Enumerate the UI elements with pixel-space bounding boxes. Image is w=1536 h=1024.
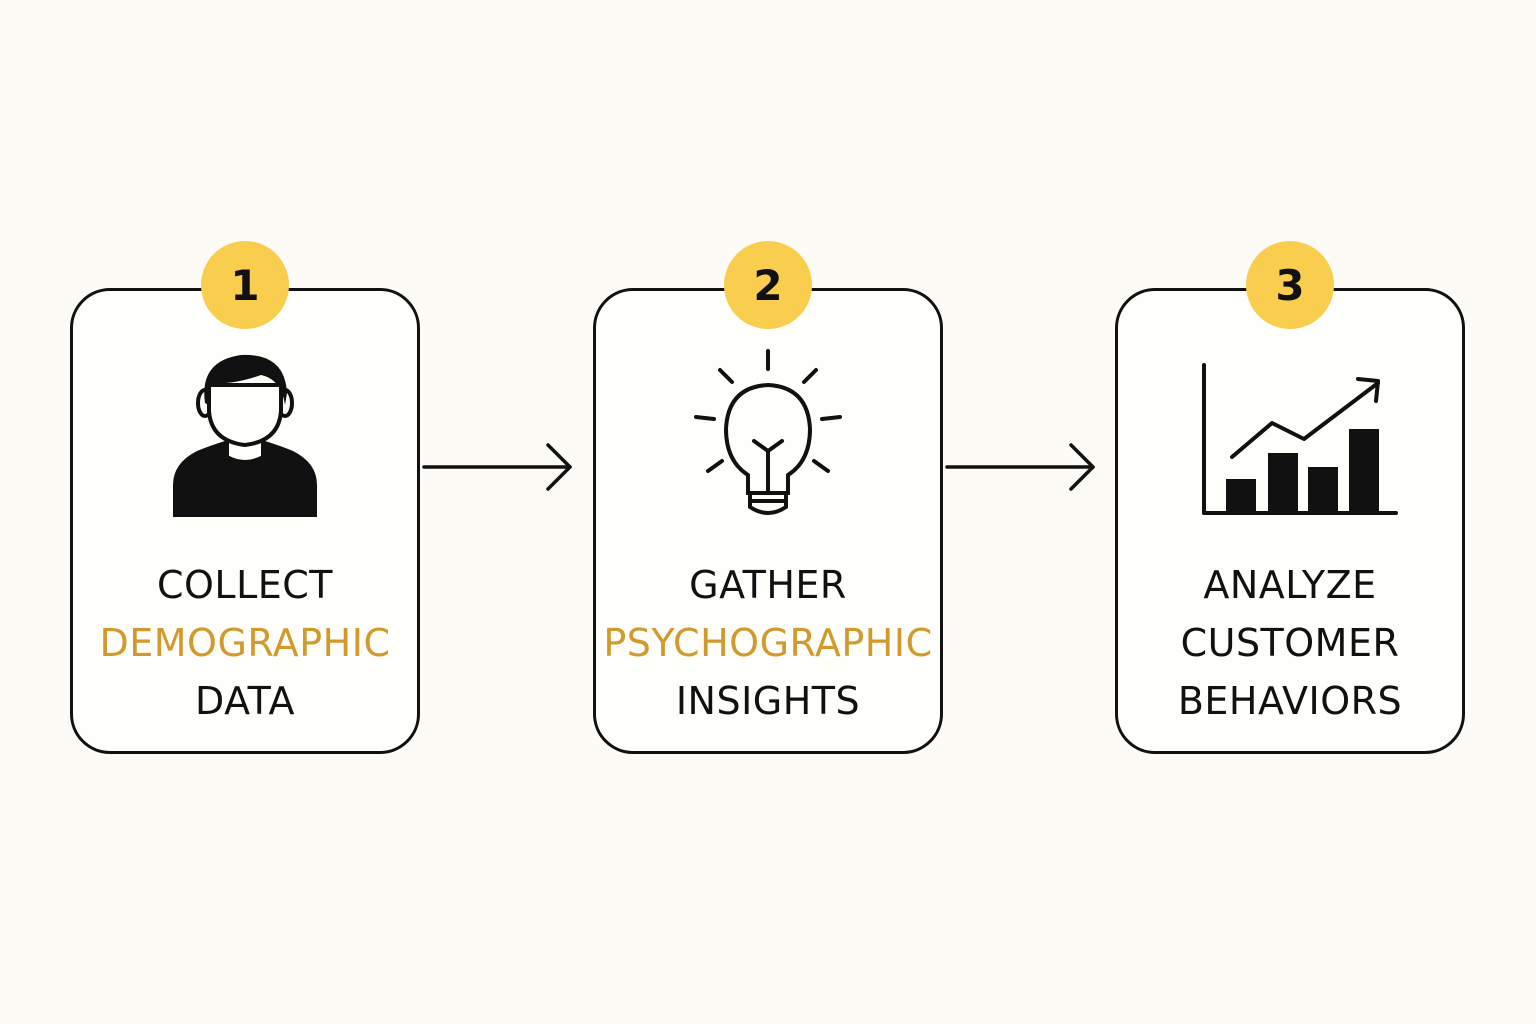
step-number-badge-2: 2 bbox=[724, 241, 812, 329]
lightbulb-icon bbox=[694, 349, 842, 515]
step-label-line: INSIGHTS bbox=[675, 679, 861, 723]
step-label-line: DATA bbox=[195, 679, 295, 723]
step-label-line: COLLECT bbox=[156, 563, 334, 607]
step-label-2: GATHER PSYCHOGRAPHIC INSIGHTS bbox=[596, 556, 940, 730]
step-label-line: BEHAVIORS bbox=[1177, 679, 1403, 723]
bar-chart-trend-icon bbox=[1202, 363, 1398, 515]
step-card-3: 3 ANALYZE CUSTOMER BEHAVIORS bbox=[1115, 241, 1465, 754]
step-number-badge-3: 3 bbox=[1246, 241, 1334, 329]
step-number-badge-1: 1 bbox=[201, 241, 289, 329]
step-number-1: 1 bbox=[230, 260, 260, 310]
step-label-line: ANALYZE bbox=[1203, 563, 1377, 607]
step-label-1: COLLECT DEMOGRAPHIC DATA bbox=[73, 556, 417, 730]
step-label-highlight: DEMOGRAPHIC bbox=[99, 621, 391, 665]
step-label-line: GATHER bbox=[689, 563, 847, 607]
step-label-3: ANALYZE CUSTOMER BEHAVIORS bbox=[1118, 556, 1462, 730]
step-number-2: 2 bbox=[753, 260, 783, 310]
step-label-highlight: PSYCHOGRAPHIC bbox=[603, 621, 933, 665]
arrow-right-icon bbox=[945, 443, 1095, 491]
step-number-3: 3 bbox=[1275, 260, 1305, 310]
step-card-2: 2 GATHE bbox=[593, 241, 943, 754]
person-icon bbox=[173, 354, 317, 517]
step-label-line: CUSTOMER bbox=[1180, 621, 1400, 665]
arrow-right-icon bbox=[422, 443, 572, 491]
step-card-1: 1 COLLECT DEMOGRAPHIC DATA bbox=[70, 241, 420, 754]
